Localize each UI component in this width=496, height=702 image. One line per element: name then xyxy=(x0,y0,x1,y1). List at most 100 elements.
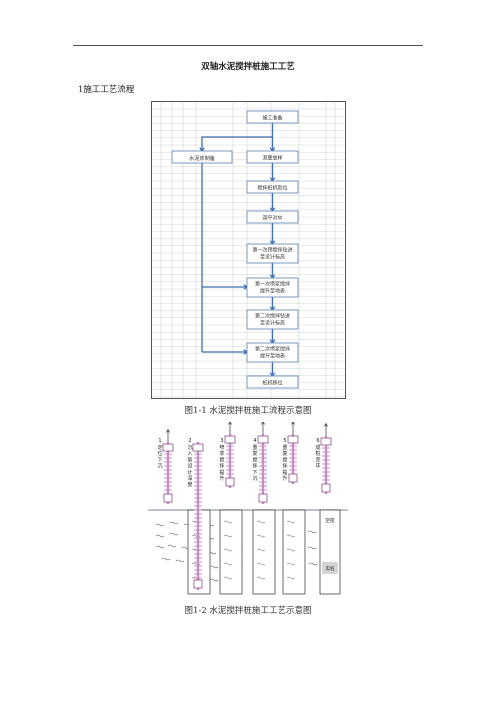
mixing-shaft xyxy=(228,434,232,488)
step-label-char: 升 xyxy=(219,475,224,482)
mixing-shaft xyxy=(166,442,170,504)
flowchart-figure: 水泥浆制备 施工准备测量放样搅拌桩机就位调平对中第一次预搅拌钻进至设计标高第一次… xyxy=(151,101,346,399)
step-label-char: 提 xyxy=(219,469,224,476)
process-box: 施工准备 xyxy=(246,110,299,124)
rig-head xyxy=(287,435,299,444)
step-label-char: 提 xyxy=(282,469,287,476)
section-heading: 1施工工艺流程 xyxy=(78,85,135,95)
figure1-caption: 图1-1 水泥搅拌桩施工流程示意图 xyxy=(184,406,312,416)
drill-head xyxy=(193,579,203,589)
step-label-char: 重 xyxy=(282,444,287,451)
step-label-char: 复 xyxy=(252,450,257,457)
step-label-char: 拌 xyxy=(282,463,287,470)
step-label-char: 下 xyxy=(252,470,257,476)
drill-head xyxy=(321,483,331,493)
document-title: 双轴水泥搅拌桩施工工艺 xyxy=(201,62,295,72)
rig-head xyxy=(257,435,269,444)
branch-line xyxy=(201,136,273,151)
mixing-shaft xyxy=(196,442,200,590)
step-label-char: 浆 xyxy=(219,450,224,457)
process-box-label: 测量放样 xyxy=(262,155,282,162)
connectors xyxy=(199,123,276,378)
drill-head xyxy=(163,493,173,503)
pile-tag-bottom: 实桩 xyxy=(326,565,335,572)
step-label-char: 成 xyxy=(315,444,320,451)
process-boxes: 施工准备测量放样搅拌桩机就位调平对中第一次预搅拌钻进至设计标高第一次喷浆搅拌提升… xyxy=(246,110,299,389)
step-label-char: 到 xyxy=(187,456,192,463)
process-box-label: 第一次喷浆搅拌 xyxy=(255,281,290,288)
step-label-char: 搅 xyxy=(252,456,257,463)
mixing-shaft xyxy=(324,436,328,494)
process-box: 桩机移位 xyxy=(246,375,299,389)
process-box-label: 至设计标高 xyxy=(260,254,285,261)
step-label-char: 下 xyxy=(157,457,162,463)
step-label-char: 度 xyxy=(187,481,192,488)
drill-head xyxy=(225,477,235,487)
drill-head xyxy=(288,473,298,483)
process-box-label: 至设计标高 xyxy=(260,320,285,327)
step-number: 3 xyxy=(220,438,223,444)
step-label-char: 搅 xyxy=(282,456,287,463)
process-box-label: 桩机移位 xyxy=(262,380,282,387)
bore-hole xyxy=(252,509,276,595)
rig-head xyxy=(192,443,204,452)
process-box: 搅拌桩机就位 xyxy=(246,180,299,194)
process-figure: 1定位下沉2沉入到设计深度3喷浆搅拌提升4重复搅拌下沉5重复搅拌提升6成桩完毕 … xyxy=(148,422,348,595)
mixing-shaft xyxy=(261,434,265,504)
step-label-char: 沉 xyxy=(187,444,192,451)
figure-frame xyxy=(151,101,346,399)
process-box-label: 调平对中 xyxy=(262,215,282,222)
process-box-label: 提升至地表 xyxy=(260,353,285,360)
bore-hole xyxy=(282,509,306,595)
step-label-char: 入 xyxy=(187,451,192,457)
rig-head xyxy=(162,443,174,452)
step-number: 2 xyxy=(188,438,191,444)
process-box-label: 第二次搅拌钻进 xyxy=(255,313,290,320)
step-label-char: 计 xyxy=(187,469,192,476)
side-box: 水泥浆制备 xyxy=(171,150,233,164)
process-box-label: 施工准备 xyxy=(262,115,282,122)
pile-tag-top: 空搅 xyxy=(326,517,335,524)
step-number: 4 xyxy=(253,438,256,444)
process-box: 测量放样 xyxy=(246,150,299,164)
step-label-char: 毕 xyxy=(315,463,320,470)
step-number: 5 xyxy=(283,438,286,444)
finished-pile: 空搅 实桩 xyxy=(319,509,341,595)
mixing-shaft xyxy=(291,434,295,484)
step-label-char: 沉 xyxy=(252,475,257,482)
drill-head xyxy=(258,493,268,503)
step-label-char: 深 xyxy=(187,475,192,482)
figure2-caption: 图1-2 水泥搅拌桩施工工艺示意图 xyxy=(184,606,312,616)
header-rule xyxy=(73,45,423,46)
side-box-label: 水泥浆制备 xyxy=(189,154,216,162)
finished-pile-hole xyxy=(319,509,341,595)
bore-hole xyxy=(219,509,243,595)
process-box-label: 第二次喷浆搅拌 xyxy=(255,346,290,353)
process-box: 调平对中 xyxy=(246,210,299,224)
side-box-rect xyxy=(171,150,233,164)
process-box-label: 第一次预搅拌钻进 xyxy=(252,247,292,254)
step-label-char: 重 xyxy=(252,444,257,451)
rig-head xyxy=(320,437,332,446)
step-label-char: 升 xyxy=(282,475,287,482)
step-label-char: 设 xyxy=(187,463,192,470)
step-label-char: 搅 xyxy=(219,456,224,463)
step-label-char: 拌 xyxy=(219,463,224,470)
step-label-char: 拌 xyxy=(252,463,257,470)
step-number: 1 xyxy=(158,438,161,444)
step-label-char: 完 xyxy=(315,456,320,463)
step-label-char: 沉 xyxy=(157,463,162,470)
step-label-char: 位 xyxy=(157,450,162,457)
process-box-label: 搅拌桩机就位 xyxy=(257,185,287,192)
